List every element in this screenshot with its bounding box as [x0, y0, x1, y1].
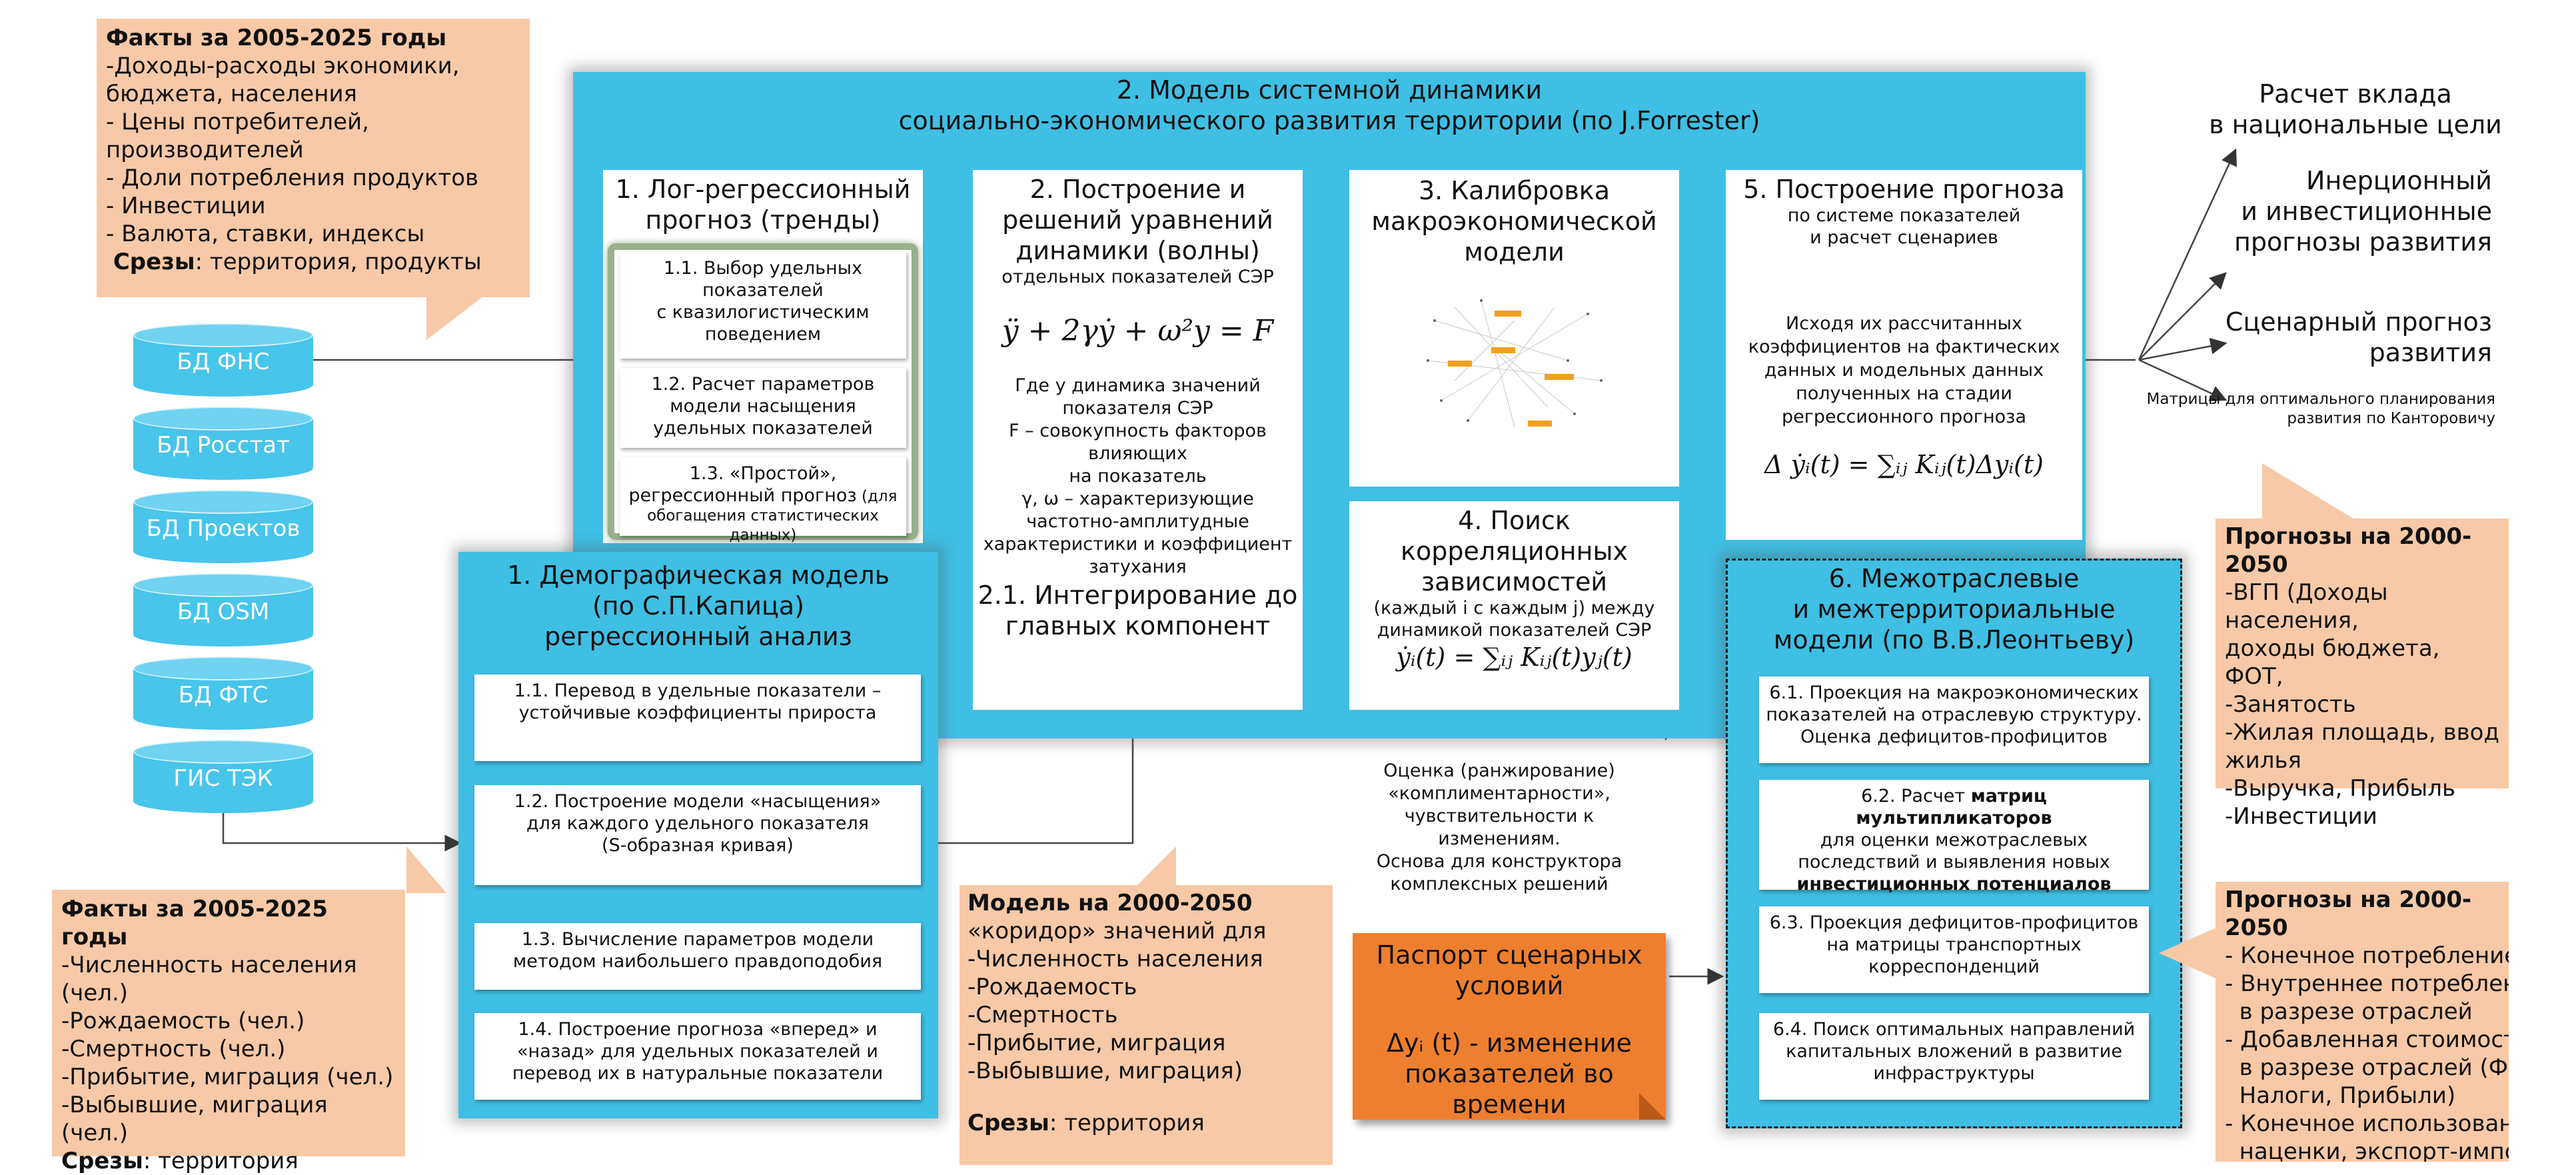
db-fts-label: БД ФТС — [133, 680, 313, 710]
calibration-network-diagram — [1415, 281, 1614, 441]
forecast-subtitle: по системе показателей и расчет сценарие… — [1726, 205, 2082, 249]
demographic-model-header: 1. Демографическая модель (по С.П.Капица… — [458, 560, 938, 652]
output-inertial-forecasts: Инерционный и инвестиционные прогнозы ра… — [2212, 165, 2492, 257]
dynamics-equations-box: 2. Построение и решений уравнений динами… — [973, 170, 1303, 710]
forecast-title: 5. Построение прогноза — [1726, 174, 2082, 205]
leontief-models-title: 6. Межотраслевые и межтерриториальные мо… — [1726, 563, 2182, 655]
leontief-step-6-2-c: для оценки межотраслевых последствий и в… — [1798, 830, 2110, 872]
db-projects: БД Проектов — [133, 490, 313, 563]
system-dynamics-model-title: 2. Модель системной динамики социально-э… — [573, 75, 2086, 136]
corridor-slices-label: Срезы — [967, 1110, 1049, 1136]
forecast-bottom-title: Прогнозы на 2000-2050 — [2225, 886, 2499, 942]
demo-step-1-2: 1.2. Построение модели «насыщения» для к… — [474, 785, 921, 885]
facts-bottom-slices-label: Срезы — [61, 1148, 143, 1174]
log-regression-title: 1. Лог-регрессионный прогноз (тренды) — [603, 174, 923, 235]
db-fts: БД ФТС — [133, 656, 313, 730]
scenario-passport-fold — [1639, 1093, 1666, 1120]
step-1-3-box: 1.3. «Простой», регрессионный прогноз (д… — [620, 457, 906, 536]
calibration-box: 3. Калибровка макроэкономической модели — [1349, 170, 1679, 487]
db-fns-label: БД ФНС — [133, 347, 313, 377]
db-gis-tek: ГИС ТЭК — [133, 740, 313, 813]
demo-step-1-4: 1.4. Построение прогноза «вперед» и «наз… — [474, 1013, 921, 1100]
db-osm-label: БД OSM — [133, 597, 313, 626]
facts-top-title: Факты за 2005-2025 годы — [106, 24, 520, 52]
corridor-slices: Срезы: территория — [967, 1109, 1325, 1137]
demo-step-1-3: 1.3. Вычисление параметров модели методо… — [474, 923, 921, 990]
calibration-title: 3. Калибровка макроэкономической модели — [1349, 175, 1679, 267]
facts-bottom-title: Факты за 2005-2025 годы — [61, 895, 396, 951]
forecast-desc: Исходя их рассчитанных коэффициентов на … — [1726, 312, 2082, 429]
dynamics-equations-desc: Где y динамика значений показателя СЭР F… — [973, 375, 1303, 579]
facts-bottom-slices: Срезы: территория — [61, 1147, 396, 1175]
step-1-2-box: 1.2. Расчет параметров модели насыщения … — [620, 368, 906, 448]
leontief-step-6-1: 6.1. Проекция на макроэкономических пока… — [1759, 676, 2149, 763]
leontief-step-6-3: 6.3. Проекция дефицитов-профицитов на ма… — [1759, 906, 2149, 993]
correlation-box: 4. Поиск корреляционных зависимостей (ка… — [1349, 501, 1679, 710]
forecast-bottom-items: - Конечное потребление - Внутреннее потр… — [2225, 942, 2499, 1162]
demographic-model-title: 1. Демографическая модель (по С.П.Капица… — [458, 560, 938, 621]
output-scenario-forecast: Сценарный прогноз развития — [2212, 307, 2492, 368]
forecast-top-callout: Прогнозы на 2000-2050 -ВГП (Доходы насел… — [2216, 519, 2509, 788]
dynamics-equations-title: 2. Построение и решений уравнений динами… — [973, 174, 1303, 266]
corridor-pointer — [1136, 846, 1176, 886]
corridor-callout: Модель на 2000-2050 «коридор» значений д… — [960, 885, 1333, 1165]
correlation-desc: (каждый i с каждым j) между динамикой по… — [1349, 597, 1679, 641]
forecast-bottom-callout: Прогнозы на 2000-2050 - Конечное потребл… — [2216, 882, 2509, 1162]
step-1-1-box: 1.1. Выбор удельных показателей с квазил… — [620, 252, 906, 359]
step-1-3-main: 1.3. «Простой», регрессионный прогноз — [629, 463, 857, 506]
demographic-model-subtitle: регрессионный анализ — [458, 621, 938, 652]
scenario-passport-desc: Δyᵢ (t) - изменение показателей во време… — [1353, 1028, 1666, 1120]
corridor-title: Модель на 2000-2050 — [967, 889, 1325, 917]
facts-top-slices-label: Срезы — [113, 249, 195, 275]
output-national-goals: Расчет вклада в национальные цели — [2199, 79, 2512, 140]
output-kantorovich-matrices: Матрицы для оптимального планирования ра… — [2136, 390, 2495, 429]
scenario-passport-card: Паспорт сценарных условий Δyᵢ (t) - изме… — [1353, 933, 1666, 1120]
leontief-step-6-4: 6.4. Поиск оптимальных направлений капит… — [1759, 1013, 2149, 1100]
forecast-bottom-pointer — [2159, 926, 2219, 980]
corridor-items: «коридор» значений для -Численность насе… — [967, 917, 1325, 1085]
leontief-step-6-2-d: инвестиционных потенциалов — [1797, 874, 2112, 894]
scenario-passport-title: Паспорт сценарных условий — [1353, 940, 1666, 1001]
facts-bottom-pointer — [406, 846, 446, 893]
forecast-formula: Δ ẏᵢ(t) = ∑ᵢⱼ Kᵢⱼ(t)Δyᵢ(t) — [1726, 445, 2082, 485]
leontief-step-6-2: 6.2. Расчет матриц мультипликаторов для … — [1759, 780, 2149, 890]
db-gis-tek-label: ГИС ТЭК — [133, 764, 313, 793]
facts-bottom-slices-value: : территория — [143, 1148, 299, 1174]
facts-top-pointer — [426, 297, 483, 340]
complementarity-assessment-text: Оценка (ранжирование) «комплиментарности… — [1343, 760, 1656, 896]
facts-top-items: -Доходы-расходы экономики, бюджета, насе… — [106, 52, 520, 248]
forecast-box: 5. Построение прогноза по системе показа… — [1726, 170, 2082, 540]
db-osm: БД OSM — [133, 573, 313, 646]
db-rosstat-label: БД Росстат — [133, 431, 313, 460]
facts-top-callout: Факты за 2005-2025 годы -Доходы-расходы … — [97, 19, 530, 297]
correlation-title: 4. Поиск корреляционных зависимостей — [1349, 505, 1679, 597]
correlation-formula: ẏᵢ(t) = ∑ᵢⱼ Kᵢⱼ(t)yⱼ(t) — [1349, 641, 1679, 673]
forecast-top-title: Прогнозы на 2000-2050 — [2225, 523, 2499, 579]
db-projects-label: БД Проектов — [133, 514, 313, 543]
leontief-step-6-2-a: 6.2. Расчет — [1861, 786, 1971, 806]
principal-components-title: 2.1. Интегрирование до главных компонент — [973, 580, 1303, 641]
db-rosstat: БД Росстат — [133, 407, 313, 480]
facts-top-slices-value: : территория, продукты — [195, 249, 482, 275]
facts-bottom-items: -Численность населения (чел.) -Рождаемос… — [61, 951, 396, 1147]
demo-step-1-1: 1.1. Перевод в удельные показатели – уст… — [474, 674, 921, 761]
forecast-top-items: -ВГП (Доходы населения, доходы бюджета, … — [2225, 579, 2499, 830]
oscillator-equation: ÿ + 2γẏ + ω²y = F — [973, 308, 1303, 355]
facts-bottom-callout: Факты за 2005-2025 годы -Численность нас… — [52, 890, 405, 1156]
facts-top-slices: Срезы: территория, продукты — [106, 248, 520, 276]
dynamics-equations-subtitle: отдельных показателей СЭР — [973, 266, 1303, 288]
forecast-top-pointer — [2262, 463, 2355, 520]
db-fns: БД ФНС — [133, 323, 313, 397]
corridor-slices-value: : территория — [1049, 1110, 1205, 1136]
